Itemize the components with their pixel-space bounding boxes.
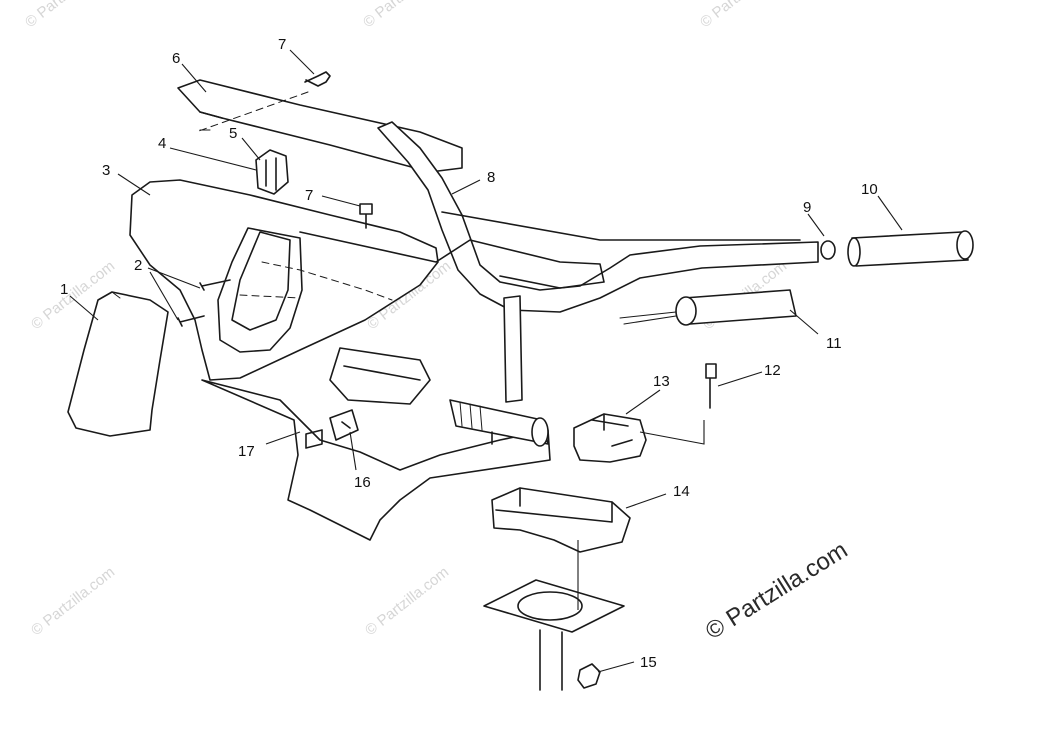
part-9-end-plug: [820, 240, 836, 260]
callout-7-lower: 7: [305, 187, 313, 204]
watermark-text: © Partzilla.com: [360, 0, 450, 31]
callout-12: 12: [764, 362, 781, 379]
callout-14: 14: [673, 483, 690, 500]
part-2-screws: [177, 279, 231, 327]
part-7-bolt-lower: [359, 203, 373, 229]
mount-plate: [483, 540, 625, 691]
part-13-top-clamp: [573, 413, 647, 463]
watermark-main: © Partzilla.com: [701, 536, 852, 645]
callout-1: 1: [60, 281, 68, 298]
part-10-grip: [847, 230, 974, 267]
leader-lines: [69, 49, 903, 673]
handlebar-bracket: [299, 231, 605, 289]
watermark-text: © Partzilla.com: [28, 564, 118, 640]
callouts: 1 2 3 4 5 6 7 7 8 9 10 11 12 13 14 15 16…: [60, 36, 878, 671]
part-6-cover: [177, 79, 463, 173]
callout-2: 2: [134, 257, 142, 274]
part-12-bolt: [705, 363, 717, 409]
callout-5: 5: [229, 125, 237, 142]
part-15-nut: [577, 663, 601, 689]
part-14-lower-clamp: [491, 487, 631, 553]
callout-13: 13: [653, 373, 670, 390]
part-17-flange: [305, 429, 323, 449]
part-3-headlight-pod: [129, 179, 439, 381]
part-16-clip: [329, 409, 359, 441]
callout-3: 3: [102, 162, 110, 179]
steering-post: [201, 295, 551, 541]
watermark-text: © Partzilla.com: [697, 0, 787, 31]
part-7-bolt-top: [304, 71, 331, 87]
part-1-guard: [67, 291, 169, 437]
callout-9: 9: [803, 199, 811, 216]
callout-4: 4: [158, 135, 166, 152]
watermark-text: © Partzilla.com: [362, 564, 452, 640]
callout-8: 8: [487, 169, 495, 186]
assembly-line: [195, 91, 309, 133]
assembly-line: [639, 420, 705, 445]
callout-16: 16: [354, 474, 371, 491]
watermark-text: © Partzilla.com: [22, 0, 112, 31]
callout-11: 11: [826, 335, 842, 352]
callout-6: 6: [172, 50, 180, 67]
part-8-handlebar: [377, 121, 819, 313]
part-11-throttle-grip: [619, 289, 797, 326]
callout-17: 17: [238, 443, 255, 460]
callout-15: 15: [640, 654, 657, 671]
callout-10: 10: [861, 181, 878, 198]
callout-7-top: 7: [278, 36, 286, 53]
part-5-switch: [255, 149, 289, 195]
